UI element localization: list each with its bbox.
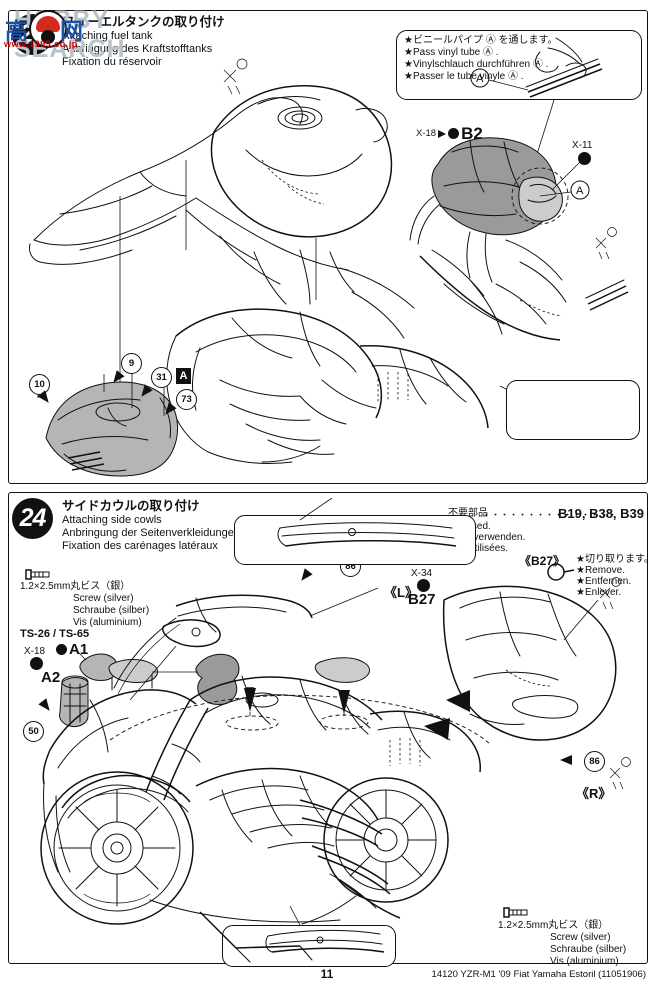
paint-dot-a1-icon: [56, 644, 67, 655]
paint-code-x34: X-34: [411, 568, 433, 579]
step-23-title-de: Anbringung des Kraftstofftanks: [62, 43, 213, 56]
step-24-panel: [8, 492, 648, 964]
cement-mark-tank: [223, 58, 248, 95]
remove-note-de: ★Entfernen.: [576, 576, 632, 587]
paint-code-x18-a2: X-18: [24, 646, 46, 657]
step-24-bottom-inset: [222, 925, 396, 967]
step-24-top-inset: [234, 515, 476, 565]
paint-dot-b27-icon: [417, 579, 430, 597]
paint-code-ts26-ts65: TS-26 / TS-65: [20, 628, 90, 640]
vinyl-note-jp: ★ビニールパイプ Ⓐ を通します。: [404, 35, 558, 46]
watermark-cn-2: 网: [60, 18, 83, 44]
part-balloon-73: 73: [176, 389, 197, 410]
step-23-title-jp: フューエルタンクの取り付け: [62, 15, 225, 29]
cement-mark-right: [595, 227, 617, 260]
paint-mark-a1: A1: [56, 641, 88, 658]
screw-spec-right: 1.2×2.5mm丸ビス（銀）: [498, 920, 609, 931]
vinyl-note-en: ★Pass vinyl tube Ⓐ .: [404, 47, 499, 58]
step-23-title-en: Attaching fuel tank: [62, 30, 153, 42]
step-24-title-de: Anbringung der Seitenverkleidungen: [62, 527, 240, 540]
page-number: 11: [320, 967, 334, 981]
marker-right-cowl: 《R》: [576, 786, 612, 801]
step-24-title-en: Attaching side cowls: [62, 514, 162, 526]
step-24-title-jp: サイドカウルの取り付け: [62, 499, 200, 513]
screw-spec-left: 1.2×2.5mm丸ビス（銀）: [20, 581, 131, 592]
watermark: HOBBY SEARCH 高 网 www.1999.co.jp: [2, 2, 202, 63]
part-balloon-86-c: 86: [584, 751, 605, 772]
step-24-number: 24: [12, 498, 53, 539]
marker-left-cowl: 《L》: [384, 585, 418, 600]
step-24-title-fr: Fixation des carénages latéraux: [62, 540, 218, 553]
paint-dot-icon: [448, 128, 460, 139]
remove-note-jp: ★切り取ります。: [576, 554, 654, 565]
assembly-arrow-86-c: [560, 755, 572, 765]
paint-code-x18: X-18: [416, 128, 437, 139]
screw-spec-right-de: Schraube (silber): [550, 944, 627, 955]
vinyl-note-de: ★Vinylschlauch durchführen Ⓐ .: [404, 59, 549, 70]
watermark-text: HOBBY SEARCH: [14, 6, 126, 63]
watermark-url: www.1999.co.jp: [4, 39, 78, 49]
part-balloon-9: 9: [121, 353, 142, 374]
watermark-logo-icon: [29, 10, 67, 48]
footer-product-code: 14120 YZR-M1 '09 Fiat Yamaha Estoril (11…: [431, 969, 646, 980]
part-label-b27: B27: [408, 591, 436, 608]
screw-spec-left-de: Schraube (silber): [73, 605, 150, 616]
vinyl-note-fr: ★Passer le tube vinyle Ⓐ .: [404, 71, 524, 82]
step-24-header: 24 サイドカウルの取り付け Attaching side cowls Anbr…: [12, 498, 240, 554]
remove-note-fr: ★Enlever.: [576, 587, 622, 598]
remove-note-en: ★Remove.: [576, 565, 625, 576]
part-label-a2: A2: [41, 669, 61, 686]
paint-dot-a2-icon: [30, 657, 43, 675]
sprue-label-a: A: [176, 368, 191, 384]
screw-spec-right-en: Screw (silver): [550, 932, 611, 943]
svg-text:A: A: [576, 185, 584, 197]
screw-spec-left-en: Screw (silver): [73, 593, 134, 604]
unused-parts-label-jp: 不要部品: [448, 508, 488, 519]
paint-code-x11: X-11: [572, 140, 593, 151]
unused-parts-dots: ・・・・・・・・・・・・・・・: [482, 510, 618, 520]
part-balloon-10: 10: [29, 374, 50, 395]
watermark-cn-1: 高: [5, 18, 28, 44]
part-balloon-31: 31: [151, 367, 172, 388]
unused-parts-list: B19, B38, B39: [558, 506, 644, 521]
step-23-detail-inset: [506, 380, 640, 440]
part-label-a1: A1: [69, 641, 89, 658]
screw-spec-right-fr: Vis (aluminium): [550, 956, 619, 967]
svg-text:A: A: [476, 73, 484, 85]
step-23-title-fr: Fixation du réservoir: [62, 56, 162, 69]
paint-dot-x11-icon: [578, 152, 591, 170]
cement-mark-cowl-r: [599, 577, 621, 610]
screw-spec-left-fr: Vis (aluminium): [73, 617, 142, 628]
cement-mark-lower: [609, 757, 631, 790]
vinyl-tube-inset: [396, 30, 642, 100]
part-balloon-50: 50: [23, 721, 44, 742]
